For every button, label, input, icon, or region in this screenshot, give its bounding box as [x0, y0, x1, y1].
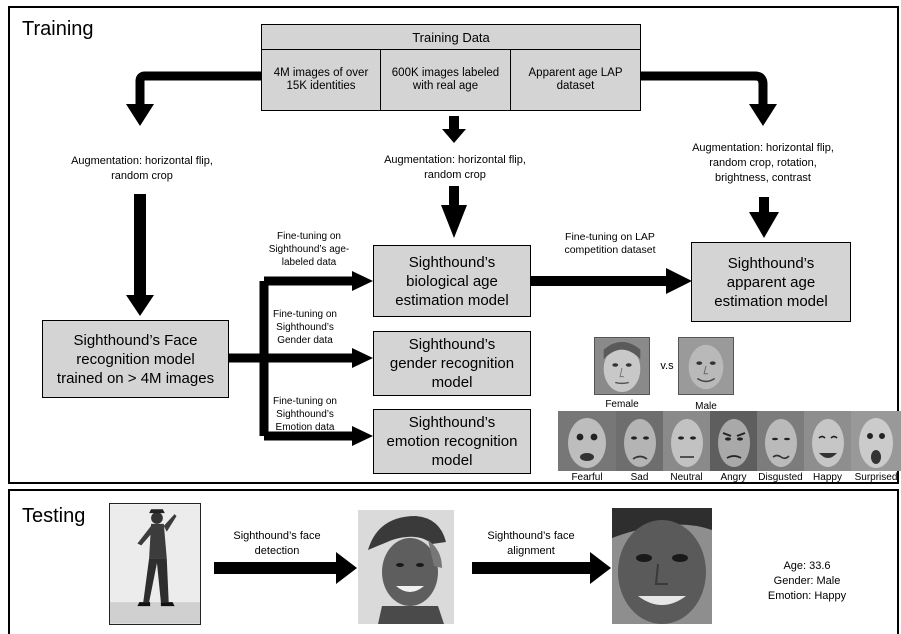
female-label: Female — [605, 399, 639, 410]
emotion-face-sad — [616, 411, 663, 471]
data-cell-real-age: 600K images labeled with real age — [380, 49, 511, 111]
arrowhead-detect — [336, 552, 357, 584]
ft-emotion-label: Fine-tuning on Sighthound’s Emotion data — [273, 396, 337, 433]
arrowhead-right — [749, 104, 777, 126]
arrowhead-face-model — [126, 295, 154, 316]
emotion-face-neutral — [663, 411, 710, 471]
apparent-age-model: Sighthound’s apparent age estimation mod… — [691, 242, 851, 322]
arrowhead-left — [126, 104, 154, 126]
emotion-face-angry — [710, 411, 757, 471]
emotion-face-disgusted — [757, 411, 804, 471]
aug-right-label: Augmentation: horizontal flip, random cr… — [692, 142, 834, 184]
emotion-face-fearful — [558, 411, 616, 471]
data-cell-lap: Apparent age LAP dataset — [510, 49, 641, 111]
apparent-age-model-text: Sighthound’s apparent age estimation mod… — [714, 254, 828, 310]
training-data-header: Training Data — [261, 24, 641, 50]
aug-mid-label: Augmentation: horizontal flip, random cr… — [384, 154, 526, 181]
ft-age-label: Fine-tuning on Sighthound’s age-labeled … — [268, 231, 350, 268]
male-face-image — [678, 337, 734, 395]
arrow-path-right — [640, 71, 768, 106]
arrowhead-bio — [441, 205, 467, 238]
testing-title: Testing — [22, 505, 86, 527]
ft-gender-label: Fine-tuning on Sighthound’s Gender data — [273, 309, 337, 346]
training-title: Training — [22, 18, 94, 40]
full-body-photo — [109, 503, 201, 625]
arrowhead-emotion — [352, 426, 373, 446]
emotion-label-fearful: Fearful — [571, 472, 603, 483]
face-recognition-model: Sighthound’s Face recognition model trai… — [42, 320, 229, 398]
male-label: Male — [695, 401, 717, 412]
emotion-face-surprised — [851, 411, 901, 471]
arrowhead-lap — [666, 268, 692, 294]
bio-age-model-text: Sighthound’s biological age estimation m… — [395, 253, 509, 309]
emotion-model: Sighthound’s emotion recognition model — [373, 409, 531, 474]
emotion-face-happy — [804, 411, 851, 471]
data-cell-identities-text: 4M images of over 15K identities — [273, 67, 369, 92]
gender-model: Sighthound’s gender recognition model — [373, 331, 531, 396]
emotion-label-happy: Happy — [813, 472, 842, 483]
emotion-strip — [558, 411, 901, 471]
data-cell-real-age-text: 600K images labeled with real age — [391, 67, 500, 92]
face-recognition-model-text: Sighthound’s Face recognition model trai… — [56, 331, 215, 387]
emotion-label-sad: Sad — [630, 472, 649, 483]
detected-face-photo — [358, 510, 454, 624]
data-cell-lap-text: Apparent age LAP dataset — [528, 67, 623, 92]
emotion-label-disgusted: Disgusted — [758, 472, 803, 483]
emotion-labels: Fearful Sad Neutral Angry Disgusted Happ… — [558, 472, 901, 484]
emotion-label-angry: Angry — [720, 472, 747, 483]
arrow-path-left — [135, 71, 263, 106]
detect-label: Sighthound’s face detection — [233, 530, 321, 557]
result-gender: Gender: Male — [773, 575, 841, 587]
emotion-label-surprised: Surprised — [854, 472, 898, 483]
arrowhead-align — [590, 552, 611, 584]
vs-label: v.s — [660, 360, 674, 372]
aligned-face-photo — [612, 508, 712, 624]
arrow-path-branch — [228, 276, 352, 441]
result-emotion: Emotion: Happy — [767, 590, 847, 602]
arrowhead-gender — [352, 348, 373, 368]
gender-model-text: Sighthound’s gender recognition model — [389, 336, 515, 391]
emotion-model-text: Sighthound’s emotion recognition model — [386, 414, 518, 469]
bio-age-model: Sighthound’s biological age estimation m… — [373, 245, 531, 317]
aug-left-label: Augmentation: horizontal flip, random cr… — [71, 155, 213, 182]
arrowhead-apparent — [749, 212, 779, 238]
result-age: Age: 33.6 — [783, 560, 831, 572]
align-label: Sighthound’s face alignment — [487, 530, 575, 557]
prediction-results: Age: 33.6 Gender: Male Emotion: Happy — [752, 559, 862, 604]
data-cell-identities: 4M images of over 15K identities — [261, 49, 381, 111]
arrowhead-age — [352, 271, 373, 291]
ft-lap-label: Fine-tuning on LAP competition dataset — [564, 231, 656, 256]
emotion-label-neutral: Neutral — [670, 472, 703, 483]
female-face-image — [594, 337, 650, 395]
training-data-title: Training Data — [412, 29, 490, 45]
arrowhead-mid — [442, 129, 466, 143]
